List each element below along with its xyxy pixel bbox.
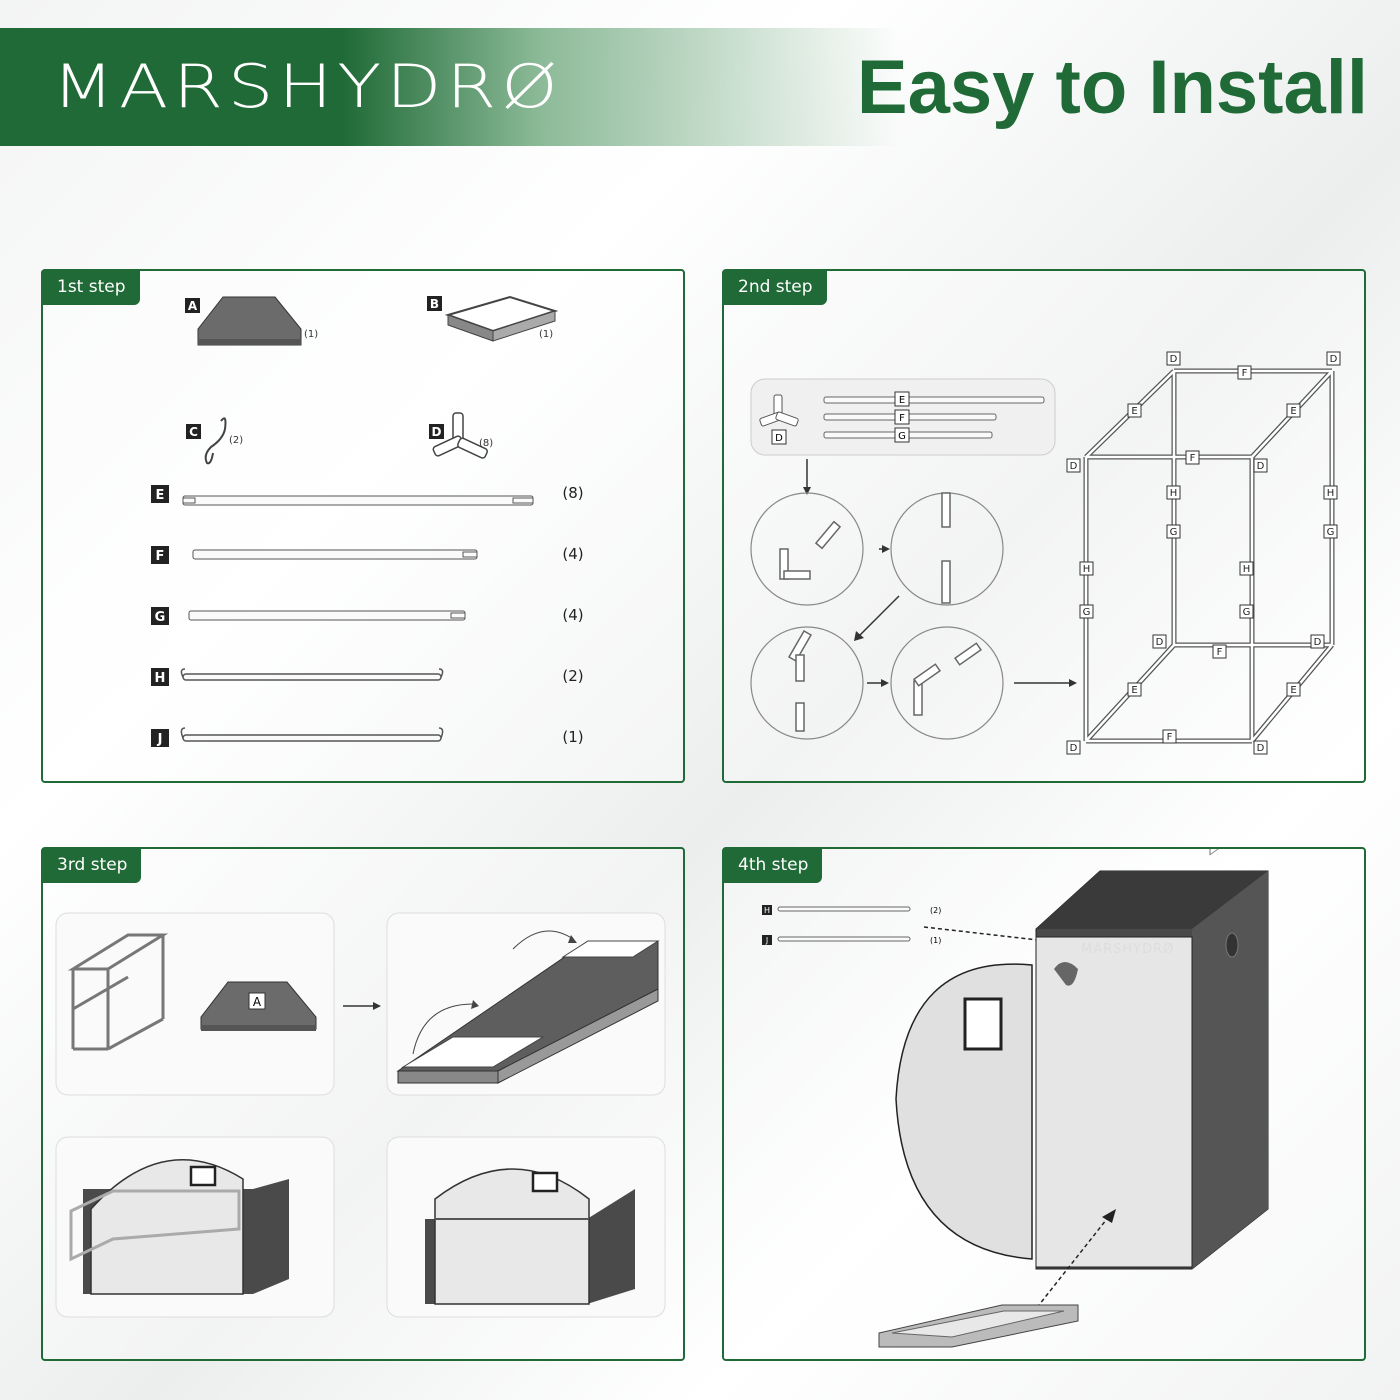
svg-text:H: H [764, 906, 770, 915]
svg-text:D: D [1330, 354, 1338, 365]
step-1-panel: 1st step A (1) B (1) C (2) D (8) E [41, 269, 685, 783]
svg-text:H: H [1083, 564, 1091, 575]
part-j-hanger-bar [180, 727, 444, 742]
page-title: Easy to Install [856, 45, 1368, 130]
part-qty-d: (8) [479, 438, 493, 449]
svg-text:D: D [1070, 461, 1078, 472]
part-qty-g: (4) [562, 606, 583, 624]
connector-letter-d: D [775, 433, 783, 444]
part-letter-b: B [430, 297, 439, 311]
step-2-panel: 2nd step D E F G [722, 269, 1366, 783]
part-letter-h: H [155, 671, 166, 686]
part-qty-h: (2) [562, 667, 583, 685]
svg-text:H: H [1327, 488, 1335, 499]
floor-tray [878, 1304, 1079, 1348]
part-qty-a: (1) [304, 329, 318, 340]
connector-icon [759, 394, 799, 427]
floor-tray-thumbnail: A [200, 981, 317, 1031]
part-qty-b: (1) [539, 329, 553, 340]
step-4-panel: 4th step H (2) J (1) MARSHYDRØ [722, 847, 1366, 1361]
svg-text:G: G [1327, 527, 1335, 538]
parts-list-diagram: A (1) B (1) C (2) D (8) E [151, 295, 584, 747]
svg-text:F: F [899, 413, 905, 424]
part-f-pole [192, 549, 478, 560]
svg-text:D: D [1257, 743, 1265, 754]
part-a-floor-tray [197, 296, 302, 346]
part-letter-g: G [155, 610, 166, 625]
header-band [0, 28, 900, 146]
svg-text:E: E [1131, 406, 1137, 417]
svg-text:F: F [1242, 368, 1248, 379]
part-g-pole [188, 610, 466, 621]
tent-door [895, 963, 1033, 1260]
svg-text:E: E [1131, 685, 1137, 696]
part-qty-e: (8) [562, 484, 583, 502]
step-4-label: 4th step [724, 849, 823, 883]
part-letter-e: E [156, 488, 165, 503]
svg-text:D: D [1257, 461, 1265, 472]
part-letter-j: J [157, 732, 163, 747]
part-letter-c: C [189, 425, 198, 439]
part-letter-a: A [188, 299, 198, 313]
tent-front-open [69, 1159, 289, 1295]
svg-text:D: D [1170, 354, 1178, 365]
frame-thumbnail [67, 933, 169, 1051]
svg-text:G: G [1243, 607, 1251, 618]
svg-text:D: D [1070, 743, 1078, 754]
part-qty-f: (4) [562, 545, 583, 563]
svg-text:F: F [1190, 453, 1196, 464]
svg-text:F: F [1167, 732, 1173, 743]
part-e-pole [182, 495, 534, 506]
frame-assembly-diagram: D E F G [750, 351, 1341, 755]
svg-text:H: H [1243, 564, 1251, 575]
tent-cover-diagram: A [55, 912, 666, 1318]
brand-logo: MARSHYDRØ [52, 52, 563, 122]
svg-text:A: A [253, 995, 262, 1009]
part-d-connector [432, 412, 489, 459]
tent-front-closed [425, 1168, 635, 1305]
svg-text:E: E [1290, 685, 1296, 696]
step-3-panel: 3rd step A [41, 847, 685, 1361]
svg-text:G: G [1083, 607, 1091, 618]
svg-text:J: J [765, 936, 768, 945]
step4-qty-h: (2) [930, 906, 941, 915]
part-letter-d: D [432, 425, 442, 439]
step-1-label: 1st step [43, 271, 140, 305]
part-b-frame-tray [444, 295, 559, 342]
svg-text:D: D [1314, 637, 1322, 648]
svg-text:H: H [1170, 488, 1178, 499]
hanger-install-diagram: H (2) J (1) MARSHYDRØ [762, 849, 1269, 1348]
part-qty-c: (2) [229, 435, 243, 446]
part-c-hook [204, 417, 227, 465]
step4-qty-j: (1) [930, 936, 941, 945]
unfolded-floor [396, 930, 660, 1084]
part-letter-f: F [156, 549, 165, 564]
part-qty-j: (1) [562, 728, 583, 746]
svg-text:D: D [1156, 637, 1164, 648]
part-h-hanger-bar [180, 668, 444, 681]
svg-text:G: G [1170, 527, 1178, 538]
svg-text:E: E [899, 395, 905, 406]
svg-text:F: F [1217, 647, 1223, 658]
step-2-label: 2nd step [724, 271, 827, 305]
tent-brand-logo: MARSHYDRØ [1081, 942, 1174, 957]
grow-tent [1035, 849, 1269, 1270]
svg-text:G: G [898, 431, 906, 442]
svg-text:E: E [1290, 406, 1296, 417]
step-3-label: 3rd step [43, 849, 142, 883]
